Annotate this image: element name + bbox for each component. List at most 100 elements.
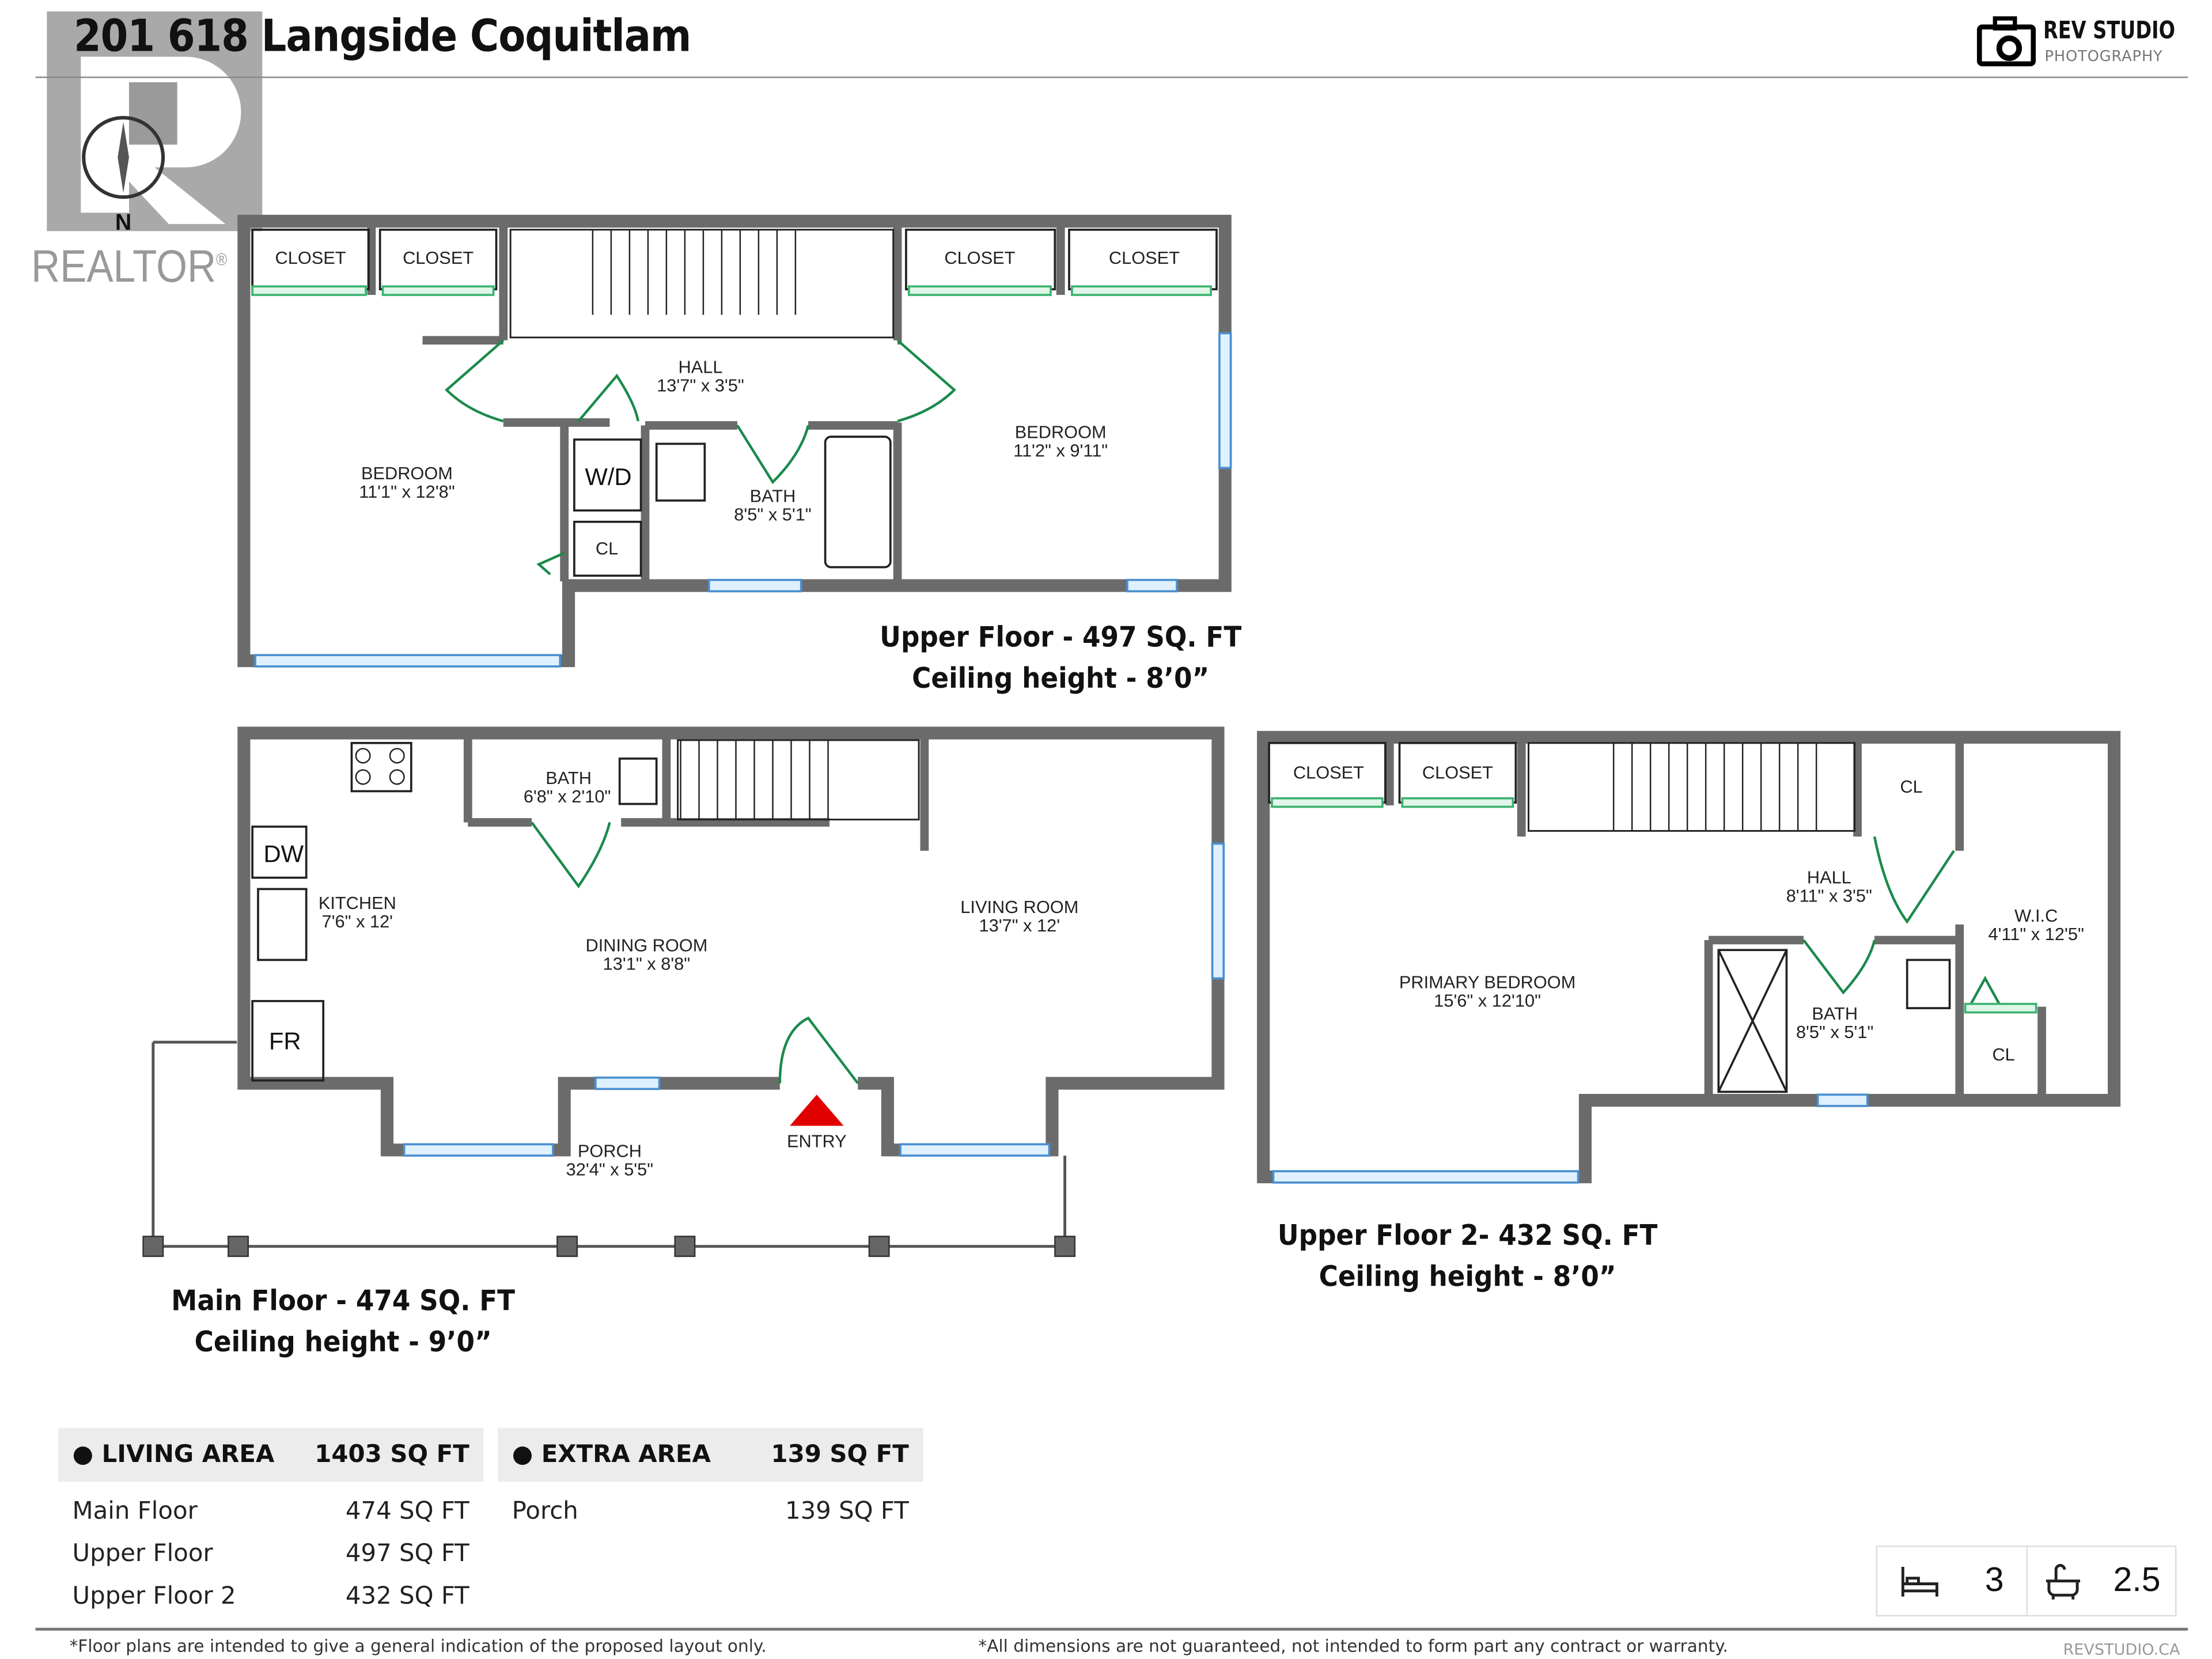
room-dimensions: 32'4" x 5'5"	[566, 1160, 654, 1180]
room-dimensions: 8'5" x 5'1"	[734, 504, 811, 524]
room-dimensions: 8'5" x 5'1"	[1796, 1022, 1873, 1042]
ceiling-height: Ceiling height - 8’0”	[1319, 1259, 1616, 1293]
stove-icon	[355, 748, 405, 785]
washer-dryer-label: W/D	[585, 463, 631, 490]
brand-tagline: PHOTOGRAPHY	[2044, 48, 2163, 66]
porch-posts	[142, 1236, 1076, 1257]
row-name: Upper Floor 2	[72, 1582, 236, 1611]
extra-area-label: ● EXTRA AREA	[512, 1440, 711, 1469]
entry-marker-icon	[790, 1094, 844, 1126]
table-row: Main Floor 474 SQ FT	[58, 1490, 483, 1533]
fridge-label: FR	[269, 1028, 301, 1055]
ceiling-height: Ceiling height - 8’0”	[912, 661, 1210, 695]
table-row: Upper Floor 497 SQ FT	[58, 1533, 483, 1575]
fixtures	[251, 228, 1951, 1093]
footer-divider	[35, 1627, 2188, 1631]
room-name: DINING ROOM	[586, 935, 708, 956]
interior-walls	[367, 226, 2046, 1095]
living-area-label: ● LIVING AREA	[72, 1440, 275, 1469]
floor-area: Upper Floor 2- 432 SQ. FT	[1277, 1218, 1658, 1252]
room-dimensions: 11'1" x 12'8"	[359, 482, 454, 502]
table-row: Porch 139 SQ FT	[498, 1490, 923, 1533]
room-dimensions: 7'6" x 12'	[322, 911, 393, 931]
closet-label: CLOSET	[275, 248, 346, 268]
extra-area-title: EXTRA AREA	[541, 1440, 711, 1469]
entry-label: ENTRY	[787, 1131, 847, 1151]
upper-floor-2-caption: Upper Floor 2- 432 SQ. FT Ceiling height…	[1219, 1215, 1715, 1298]
table-row: Upper Floor 2 432 SQ FT	[58, 1575, 483, 1618]
footer-disclaimer-layout: *Floor plans are intended to give a gene…	[69, 1636, 767, 1657]
page-title: 201 618 Langside Coquitlam	[73, 11, 692, 63]
floor-area: Main Floor - 474 SQ. FT	[171, 1283, 516, 1317]
row-name: Upper Floor	[72, 1540, 213, 1569]
closet-doors	[251, 285, 2037, 1014]
footer-site: REVSTUDIO.CA	[2063, 1640, 2180, 1659]
room-name: W.I.C	[2014, 906, 2058, 926]
upper-floor-walls	[237, 214, 1232, 668]
porch-railing	[151, 1040, 1067, 1248]
room-dimensions: 8'11" x 3'5"	[1786, 886, 1872, 906]
room-name: LIVING ROOM	[960, 897, 1078, 917]
row-name: Porch	[512, 1497, 578, 1526]
floor-plans: CLOSET CLOSET CLOSET CLOSET HALL 13'7" x…	[142, 214, 2121, 1257]
room-name: BATH	[1812, 1003, 1858, 1024]
compass: N	[79, 113, 168, 236]
main-floor-caption: Main Floor - 474 SQ. FT Ceiling height -…	[95, 1281, 591, 1363]
closet-label: CLOSET	[1422, 762, 1493, 782]
row-value: 432 SQ FT	[345, 1582, 469, 1611]
extra-area-table: ● EXTRA AREA 139 SQ FT Porch 139 SQ FT	[497, 1427, 923, 1533]
upper-floor-2-walls	[1257, 730, 2121, 1184]
room-name: KITCHEN	[319, 893, 396, 913]
ceiling-height: Ceiling height - 9’0”	[194, 1324, 492, 1359]
room-dimensions: 6'8" x 2'10"	[524, 786, 611, 806]
closet-label: CLOSET	[1109, 248, 1180, 268]
brand-name: REV STUDIO	[2043, 17, 2176, 46]
closet-label: CLOSET	[944, 248, 1015, 268]
room-dimensions: 11'2" x 9'11"	[1013, 441, 1108, 461]
footer-disclaimer-dimensions: *All dimensions are not guaranteed, not …	[978, 1636, 1728, 1657]
row-value: 474 SQ FT	[345, 1497, 469, 1526]
room-name: BATH	[750, 486, 796, 506]
row-value: 497 SQ FT	[345, 1540, 469, 1569]
main-floor-walls	[237, 726, 1225, 1157]
realtor-r-logo	[47, 11, 263, 232]
windows	[254, 332, 1869, 1184]
living-area-title: LIVING AREA	[101, 1440, 275, 1469]
room-name: BEDROOM	[1015, 422, 1107, 442]
beds-count: 3	[1877, 1547, 2027, 1615]
room-dimensions: 15'6" x 12'10"	[1434, 991, 1541, 1011]
stair-treads	[592, 229, 1817, 831]
door-swings	[445, 339, 2001, 1084]
row-value: 139 SQ FT	[785, 1497, 909, 1526]
compass-north-label: N	[115, 211, 132, 236]
floor-area: Upper Floor - 497 SQ. FT	[880, 619, 1242, 654]
registered-mark: ®	[216, 249, 228, 270]
bathtub-icon	[2046, 1564, 2080, 1600]
room-name: PRIMARY BEDROOM	[1399, 972, 1575, 993]
brand-logo: REV STUDIO PHOTOGRAPHY	[1975, 14, 2188, 71]
room-dimensions: 13'1" x 8'8"	[603, 954, 691, 974]
dishwasher-label: DW	[263, 840, 304, 868]
closet-label: CLOSET	[1293, 762, 1364, 782]
compass-icon	[82, 116, 165, 199]
camera-icon	[1976, 16, 2036, 67]
realtor-wordmark: REALTOR®	[31, 236, 227, 290]
bed-icon	[1902, 1566, 1939, 1597]
room-name: HALL	[679, 357, 723, 377]
room-name: BATH	[546, 768, 592, 788]
upper-floor-caption: Upper Floor - 497 SQ. FT Ceiling height …	[813, 617, 1309, 699]
closet-label: CLOSET	[403, 248, 474, 268]
closet-label: CL	[596, 538, 618, 558]
room-dimensions: 13'7" x 12'	[979, 915, 1060, 935]
baths-count: 2.5	[2027, 1547, 2175, 1615]
room-dimensions: 4'11" x 12'5"	[1988, 924, 2084, 944]
baths-value: 2.5	[2113, 1561, 2161, 1600]
realtor-text: REALTOR	[31, 240, 217, 292]
room-name: HALL	[1807, 868, 1851, 888]
closet-label: CL	[1992, 1044, 2014, 1065]
row-name: Main Floor	[72, 1497, 198, 1526]
extra-area-total: 139 SQ FT	[771, 1440, 909, 1469]
room-name: PORCH	[578, 1141, 642, 1161]
